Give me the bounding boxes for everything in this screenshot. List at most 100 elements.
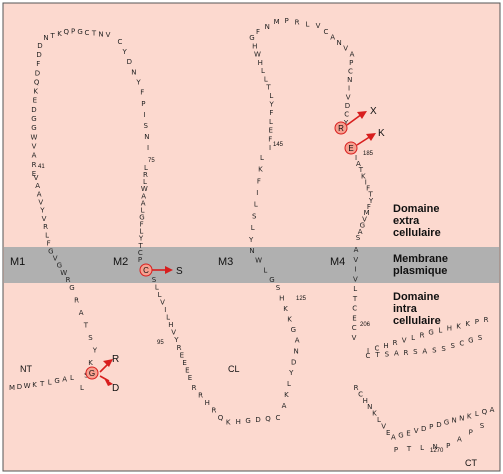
residue-letter: A <box>79 309 84 317</box>
residue-letter: R <box>484 316 489 324</box>
mutant-residue: K <box>378 128 385 139</box>
mutant-residue: S <box>176 266 183 277</box>
residue-letter: P <box>284 17 288 25</box>
residue-letter: S <box>413 348 418 356</box>
residue-letter: F <box>257 177 261 185</box>
residue-letter: K <box>283 305 288 313</box>
residue-letter: L <box>306 20 310 28</box>
residue-letter: S <box>480 422 485 430</box>
residue-letter: T <box>91 30 97 38</box>
residue-letter: R <box>43 223 48 231</box>
residue-letter: N <box>131 68 136 76</box>
cytoplasmic-loop-label: CL <box>228 364 240 374</box>
residue-letter: L <box>420 444 424 452</box>
residue-letter: A <box>282 402 287 410</box>
residue-letter: F <box>256 28 260 36</box>
residue-letter: W <box>141 185 148 193</box>
residue-letter: D <box>291 358 296 366</box>
residue-letter: L <box>377 416 381 424</box>
residue-letter: A <box>354 246 359 254</box>
residue-letter: Y <box>269 101 275 109</box>
residue-letter: I <box>164 306 166 314</box>
residue-letter: Y <box>173 336 179 344</box>
residue-letter: L <box>251 224 255 232</box>
residue-letter: T <box>138 242 144 250</box>
intracellular-label-line-1: Domaine <box>393 291 439 303</box>
residue-letter: I <box>367 347 369 355</box>
residue-letter: L <box>48 379 52 387</box>
residue-letter: G <box>360 222 365 230</box>
mutation-site-g: G R D <box>85 354 119 394</box>
position-number: 75 <box>148 158 155 164</box>
residue-letter: E <box>180 351 184 359</box>
residue-letter: C <box>118 38 123 46</box>
arrow-head <box>357 111 367 119</box>
intracellular-label-line-3: cellulaire <box>393 315 441 327</box>
residue-letter: Y <box>135 78 141 86</box>
residue-letter: L <box>139 228 143 236</box>
residue-letter: P <box>469 429 473 437</box>
residue-letter: T <box>358 166 364 174</box>
residue-letter: A <box>32 152 37 160</box>
residue-letter: G <box>139 214 144 222</box>
mutation-site-r: R X <box>334 106 377 135</box>
residue-letter: N <box>43 34 48 42</box>
position-number: 41 <box>38 164 45 170</box>
membrane-label-line-2: plasmique <box>393 265 447 277</box>
residue-letter: L <box>70 374 74 382</box>
position-number: 206 <box>360 322 371 328</box>
extracellular-label-line-2: extra <box>393 215 420 227</box>
residue-letter: V <box>171 329 176 337</box>
residue-letter: I <box>269 144 271 152</box>
mutation-arrow <box>346 113 363 126</box>
residue-letter: A <box>457 435 462 443</box>
residue-letter: D <box>345 102 350 110</box>
residue-letter: S <box>152 276 157 284</box>
residue-letter: N <box>367 403 372 411</box>
residue-letter: A <box>330 34 335 42</box>
residue-letter: G <box>31 124 36 132</box>
residue-letter: H <box>383 342 388 350</box>
residue-letter: D <box>31 106 36 114</box>
segment-label-m1: M1 <box>10 256 25 268</box>
residue-letter: L <box>411 334 415 342</box>
residue-letter: N <box>459 415 464 423</box>
residue-letter: R <box>192 384 197 392</box>
residue-letter: G <box>291 326 296 334</box>
residue-letter: F <box>269 109 273 117</box>
residue-letter: K <box>88 359 93 367</box>
residue-letter: K <box>361 172 366 180</box>
segment-label-m2: M2 <box>113 256 128 268</box>
residue-letter: L <box>261 67 265 75</box>
mutation-marker <box>139 263 153 277</box>
residue-letter: D <box>36 51 41 59</box>
residue-letter: S <box>356 234 361 242</box>
residue-letter: R <box>420 331 425 339</box>
residue-letter: L <box>269 92 273 100</box>
residue-letter: C <box>138 249 143 257</box>
residue-letter: G <box>31 115 36 123</box>
residue-letter: Q <box>34 79 40 87</box>
residue-letter: K <box>258 166 263 174</box>
residue-letter: C <box>324 28 329 36</box>
residue-letter: G <box>428 329 433 337</box>
residue-letter: E <box>352 314 356 322</box>
residue-letter: M <box>364 209 370 217</box>
residue-letter: C <box>85 29 90 37</box>
residue-letter: E <box>386 429 390 437</box>
residue-letter: C <box>375 344 380 352</box>
residue-letter: Y <box>368 197 374 205</box>
residue-letter: D <box>37 42 42 50</box>
residue-letter: L <box>263 266 267 274</box>
mutation-site-c: C S <box>139 263 183 277</box>
membrane-label-line-1: Membrane <box>393 253 448 265</box>
residue-letter: K <box>57 30 62 38</box>
residue-letter: L <box>45 231 49 239</box>
residue-letter: R <box>32 161 37 169</box>
residue-letter: V <box>316 22 321 30</box>
residue-letter: N <box>249 247 254 255</box>
residue-letter: W <box>255 257 262 265</box>
residue-letter: N <box>293 347 298 355</box>
mutant-residue: X <box>370 106 377 117</box>
